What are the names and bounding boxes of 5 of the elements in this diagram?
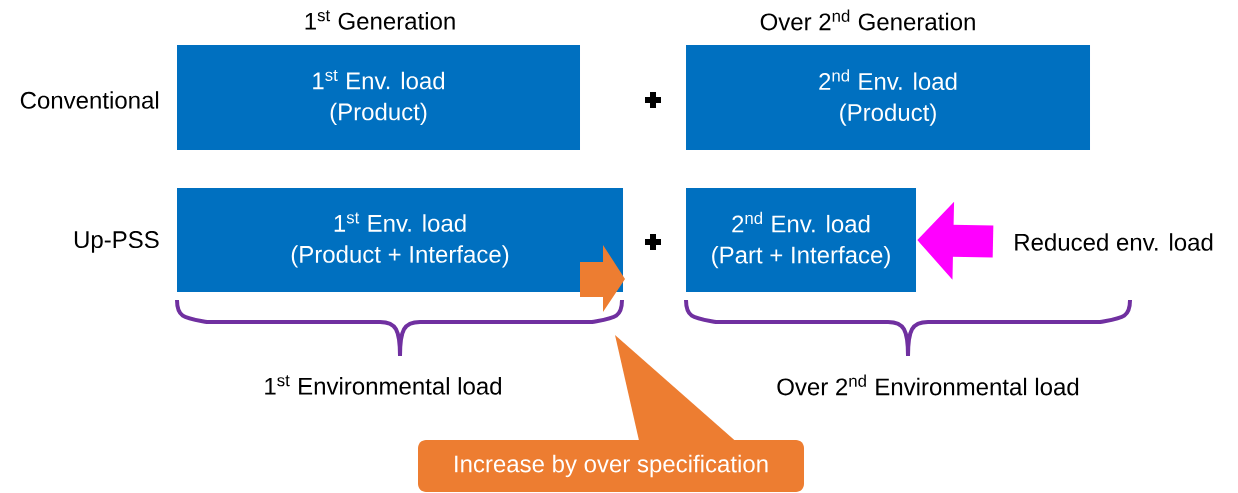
- process-box: 1$^{st}$ Env. load (Product): [177, 45, 580, 150]
- process-box: 1$^{st}$ Env. load (Product + Interface): [177, 188, 623, 292]
- note-text: Reduced env. load: [1015, 233, 1213, 251]
- process-box: 2$^{nd}$ Env. load (Product): [686, 45, 1090, 150]
- process-box: 2$^{nd}$ Env. load (Part + Interface): [686, 188, 916, 292]
